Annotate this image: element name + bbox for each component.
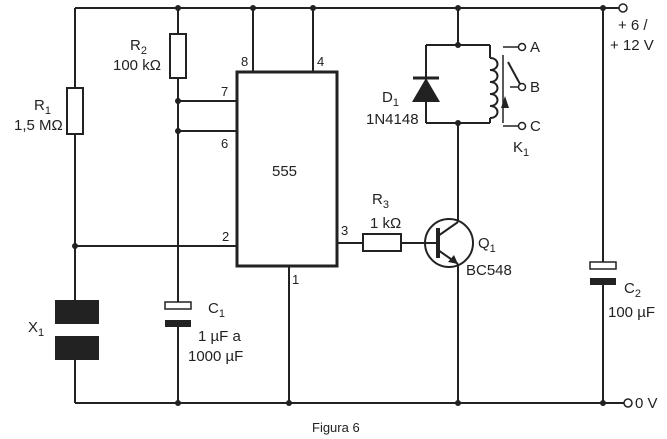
ground-terminal (623, 398, 633, 408)
q1-emitter-arrow (448, 255, 458, 264)
r3-resistor (362, 233, 402, 252)
ic-pin-1: 1 (292, 272, 299, 287)
junction-dot (600, 400, 606, 406)
r2-name: R2 (130, 37, 147, 57)
relay-label-c: C (530, 118, 541, 135)
r1-resistor (66, 87, 84, 135)
q1-name: Q1 (478, 235, 496, 255)
junction-dot (175, 128, 181, 134)
junction-dot (175, 98, 181, 104)
junction-dot (455, 42, 461, 48)
junction-dot (72, 243, 78, 249)
ground-label: 0 V (635, 395, 658, 412)
q1-value: BC548 (466, 262, 512, 279)
relay-contact-c (517, 121, 527, 131)
relay-coil (489, 57, 499, 119)
c1-plate-top (164, 301, 192, 310)
junction-dot (250, 5, 256, 11)
c1-name: C1 (208, 300, 225, 320)
junction-dots (72, 5, 606, 406)
supply-label-line1: + 6 / (618, 17, 648, 34)
relay-contact-b (517, 82, 527, 92)
junction-dot (600, 5, 606, 11)
d1-diode-body (412, 78, 440, 102)
junction-dot (175, 5, 181, 11)
junction-dot (175, 400, 181, 406)
junction-dot (455, 5, 461, 11)
supply-terminal (618, 3, 628, 13)
r2-value: 100 kΩ (113, 57, 161, 74)
c2-plate-bottom (590, 278, 616, 285)
r3-name: R3 (372, 191, 389, 211)
x1-plate-top (55, 300, 99, 324)
d1-value: 1N4148 (366, 111, 419, 128)
r3-value: 1 kΩ (370, 215, 401, 232)
ic-pin-3: 3 (341, 223, 348, 238)
c1-value-line1: 1 µF a (198, 328, 241, 345)
r1-value: 1,5 MΩ (14, 117, 63, 134)
c2-value: 100 µF (608, 304, 655, 321)
figure-caption: Figura 6 (312, 420, 360, 435)
relay-label-a: A (530, 39, 540, 56)
x1-label: X1 (28, 319, 44, 339)
relay-label-b: B (530, 79, 540, 96)
c1-value-line2: 1000 µF (188, 348, 243, 365)
ic-pin-4: 4 (317, 54, 324, 69)
ic-pin-6: 6 (221, 136, 228, 151)
ic-pin-2: 2 (222, 229, 229, 244)
supply-label-line2: + 12 V (610, 37, 654, 54)
ic-pin-8: 8 (241, 54, 248, 69)
junction-dot (286, 400, 292, 406)
junction-dot (310, 5, 316, 11)
relay-armature-arrow (501, 96, 509, 108)
k1-name: K1 (513, 139, 529, 159)
q1-collector-lead (437, 221, 459, 237)
r2-resistor (169, 33, 187, 79)
junction-dot (455, 120, 461, 126)
ic-555-body (235, 70, 339, 268)
x1-plate-bottom (55, 336, 99, 360)
r1-name: R1 (34, 97, 51, 117)
q1-transistor-body (424, 218, 474, 268)
relay-contact-a (517, 42, 527, 52)
ic-555-label: 555 (272, 163, 297, 180)
c2-plate-top (589, 261, 617, 270)
junction-dot (455, 400, 461, 406)
c1-plate-bottom (165, 320, 191, 327)
relay-switch-arm (507, 61, 521, 85)
c2-name: C2 (624, 280, 641, 300)
d1-name: D1 (382, 89, 399, 109)
ic-pin-7: 7 (221, 84, 228, 99)
